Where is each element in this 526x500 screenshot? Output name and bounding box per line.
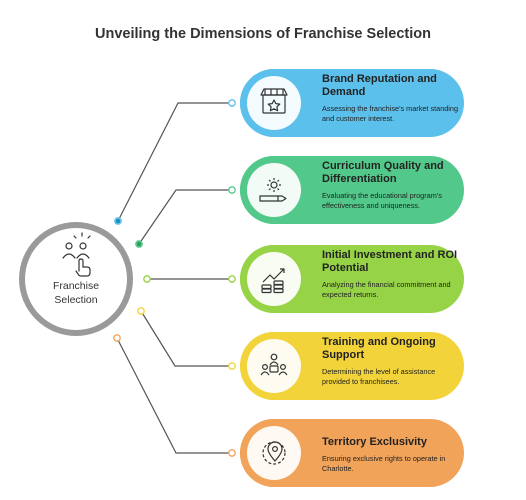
connector-dot-4a xyxy=(137,307,145,315)
card-curriculum-quality: Curriculum Quality and Differentiation E… xyxy=(322,160,462,210)
card-description: Determining the level of assistance prov… xyxy=(322,367,436,386)
map-pin-icon xyxy=(262,441,286,465)
card-description: Ensuring exclusive rights to operate in … xyxy=(322,454,446,473)
growth-chart-coins-icon xyxy=(261,268,285,294)
connector-1 xyxy=(117,102,232,222)
connector-dot-4b xyxy=(228,362,236,370)
connector-dot-5a xyxy=(113,334,121,342)
connector-dot-5b xyxy=(228,449,236,457)
card-shape-1 xyxy=(240,69,464,137)
card-title: Training and Ongoing Support xyxy=(322,336,436,361)
card-title: Brand Reputation and Demand xyxy=(322,73,437,98)
card-shape-3 xyxy=(240,245,464,313)
card-shape-5 xyxy=(240,419,464,487)
card-territory-exclusivity: Territory Exclusivity Ensuring exclusive… xyxy=(322,436,462,473)
card-description: Assessing the franchise's market standin… xyxy=(322,104,459,123)
card-shape-2 xyxy=(240,156,464,224)
card-title: Curriculum Quality and Differentiation xyxy=(322,160,444,185)
card-title: Territory Exclusivity xyxy=(322,436,427,448)
card-initial-investment: Initial Investment and ROI Potential Ana… xyxy=(322,249,462,299)
connector-5 xyxy=(116,337,232,454)
connector-dot-1b xyxy=(228,99,236,107)
people-touch-icon xyxy=(62,232,91,277)
connector-4 xyxy=(140,310,232,367)
storefront-star-icon xyxy=(260,88,288,114)
connector-dot-2b xyxy=(228,186,236,194)
card-brand-reputation: Brand Reputation and Demand Assessing th… xyxy=(322,73,462,123)
connector-dot-3a xyxy=(143,275,151,283)
connector-2 xyxy=(138,189,232,245)
card-description: Analyzing the financial commitment and e… xyxy=(322,280,451,299)
connector-dot-3b xyxy=(228,275,236,283)
card-description: Evaluating the educational program's eff… xyxy=(322,191,442,210)
card-title: Initial Investment and ROI Potential xyxy=(322,249,458,274)
hub-circle xyxy=(19,222,133,336)
diagram-title: Unveiling the Dimensions of Franchise Se… xyxy=(95,26,431,42)
card-shape-4 xyxy=(240,332,464,400)
hub-label: Franchise Selection xyxy=(52,280,100,306)
gear-pencil-icon xyxy=(259,178,287,202)
card-training-support: Training and Ongoing Support Determining… xyxy=(322,336,462,386)
training-group-icon xyxy=(260,353,288,376)
